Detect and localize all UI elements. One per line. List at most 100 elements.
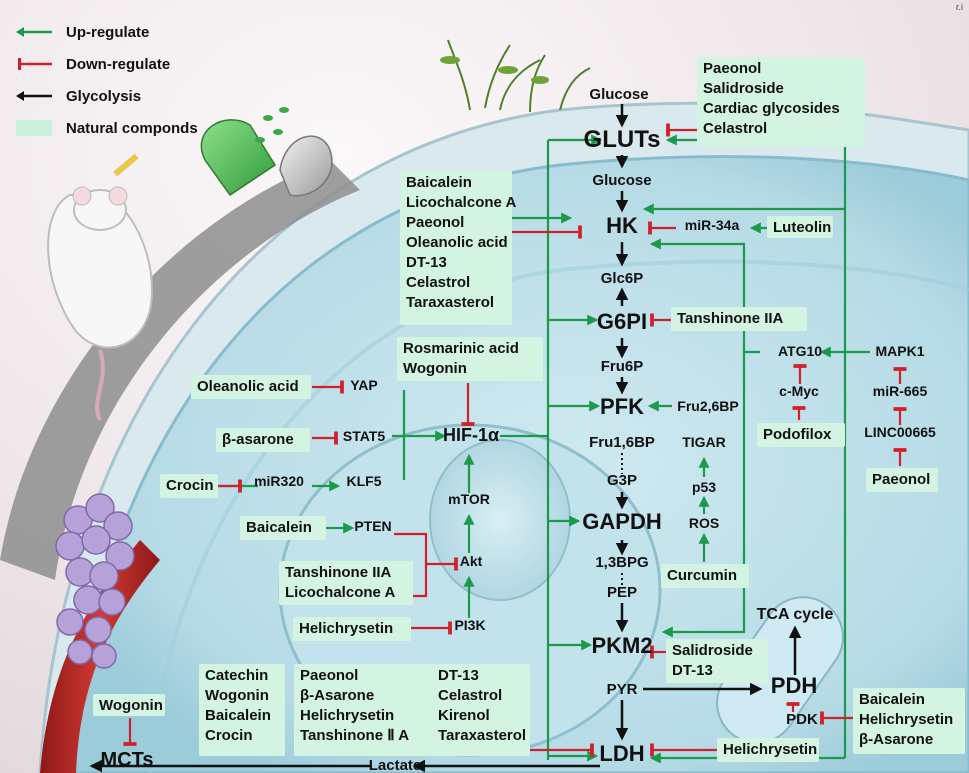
glucose-out-label: Glucose [589,86,648,103]
pkm2-inhibitors-box-line: DT-13 [672,662,713,679]
klf5-label: KLF5 [347,473,382,489]
legend-natural-swatch-icon [16,120,52,136]
legend-up-label: Up-regulate [66,23,150,41]
legend-up-arrow-icon [16,27,52,37]
vessel [40,540,160,773]
stat5-label: STAT5 [343,428,385,444]
fru16bp-label: Fru1,6BP [589,434,655,451]
ldh-paeonol-column-box-line: Tanshinone Ⅱ A [300,727,409,744]
p53-label: p53 [692,479,716,495]
atg10-label: ATG10 [778,343,822,359]
legend-natural: Natural componds [14,118,198,138]
gluts-inhibitors-box-line: Paeonol [703,60,761,77]
pfk-label: PFK [600,394,644,419]
baicalein-pten-box: Baicalein [240,516,326,540]
tanshinone-g6pi-box: Tanshinone IIA [671,307,807,331]
mir665-label: miR-665 [873,383,928,399]
mouse-illustration [47,153,153,421]
legend-glycolysis: Glycolysis [14,86,141,106]
hk-compounds-box-line: DT-13 [406,254,447,271]
legend-glycolysis-label: Glycolysis [66,87,142,105]
paeonol-linc-box: Paeonol [866,468,938,492]
lactate-label: Lactate [369,757,422,773]
legend-down-label: Down-regulate [66,55,171,73]
oleanolic-yap-box-line: Oleanolic acid [197,378,299,395]
baicalein-pten-box-line: Baicalein [246,519,312,536]
pten-label: PTEN [354,518,391,534]
hif1a-label: HIF-1α [443,425,499,445]
ldh-catechin-column-box-line: Catechin [205,667,268,684]
pep-label: PEP [607,584,637,601]
curcumin-box-line: Curcumin [667,567,737,584]
ldh-dt13-column-box-line: Celastrol [438,687,502,704]
gluts-inhibitors-box-line: Salidroside [703,80,784,97]
bpg13-label: 1,3BPG [595,554,648,571]
oleanolic-yap-box: Oleanolic acid [191,375,311,399]
legend-glycolysis-arrow-icon [16,91,52,101]
fru6p-label: Fru6P [601,358,644,375]
hk-compounds-box-line: Licochalcone A [406,194,516,211]
pdh-label: PDH [771,673,817,698]
node-labels: GlucoseGLUTsGlucoseHKGlc6PG6PIFru6PPFKFr… [101,86,936,773]
glucose-in-label: Glucose [592,172,651,189]
mapk1-label: MAPK1 [875,343,924,359]
paeonol-linc-box-line: Paeonol [872,471,930,488]
akt-inhibitors-box: Tanshinone IIA Licochalcone A [279,561,413,605]
hif-inhibitors-box-line: Wogonin [403,360,467,377]
basarone-stat5-box: β-asarone [216,428,310,452]
hk-compounds-box-line: Paeonol [406,214,464,231]
legend-down-tbar-icon [18,58,52,70]
ldh-label: LDH [599,741,644,766]
basarone-stat5-box-line: β-asarone [222,431,294,448]
ldh-paeonol-column-box-line: β-Asarone [300,687,374,704]
pdk-inhibitors-box-line: Helichrysetin [859,711,953,728]
podofilox-box-line: Podofilox [763,426,832,443]
hk-compounds-box-line: Celastrol [406,274,470,291]
mcts-label: MCTs [101,749,154,771]
linc00665-label: LINC00665 [864,424,936,440]
akt-inhibitors-box-line: Licochalcone A [285,584,395,601]
pyr-label: PYR [607,681,638,698]
g3p-label: G3P [607,472,637,489]
mir34a-label: miR-34a [685,217,740,233]
ldh-catechin-column-box-line: Wogonin [205,687,269,704]
crocin-box: Crocin [160,474,218,498]
capsule-illustration [200,107,333,197]
helichrysetin-ldh-box-line: Helichrysetin [723,741,817,758]
gluts-label: GLUTs [584,126,661,153]
wogonin-mct-box: Wogonin [93,694,165,716]
ldh-dt13-column-box-line: Taraxasterol [438,727,526,744]
gluts-inhibitors-box-line: Cardiac glycosides [703,100,840,117]
pdk-inhibitors-box-line: Baicalein [859,691,925,708]
ldh-catechin-column-box-line: Crocin [205,727,253,744]
ldh-catechin-column-box-line: Baicalein [205,707,271,724]
gluts-inhibitors-box-line: Celastrol [703,120,767,137]
pkm2-inhibitors-box-line: Salidroside [672,642,753,659]
pdk-inhibitors-box-line: β-Asarone [859,731,933,748]
podofilox-box: Podofilox [757,423,845,447]
hk-label: HK [606,213,638,238]
legend-natural-label: Natural componds [66,119,198,137]
curcumin-box: Curcumin [661,564,749,588]
helichrysetin-ldh-box: Helichrysetin [717,738,819,762]
gapdh-label: GAPDH [582,509,661,534]
mtor-label: mTOR [448,491,490,507]
mir320-label: miR320 [254,473,304,489]
akt-inhibitors-box-line: Tanshinone IIA [285,564,392,581]
hk-compounds-box-line: Oleanolic acid [406,234,508,251]
luteolin-box-line: Luteolin [773,219,831,236]
ldh-paeonol-column-box-line: Paeonol [300,667,358,684]
pkm2-label: PKM2 [591,633,652,658]
corner-mark: r.i [955,2,963,12]
legend-down: Down-regulate [14,54,170,74]
hk-compounds-box-line: Baicalein [406,174,472,191]
luteolin-box: Luteolin [767,216,833,238]
